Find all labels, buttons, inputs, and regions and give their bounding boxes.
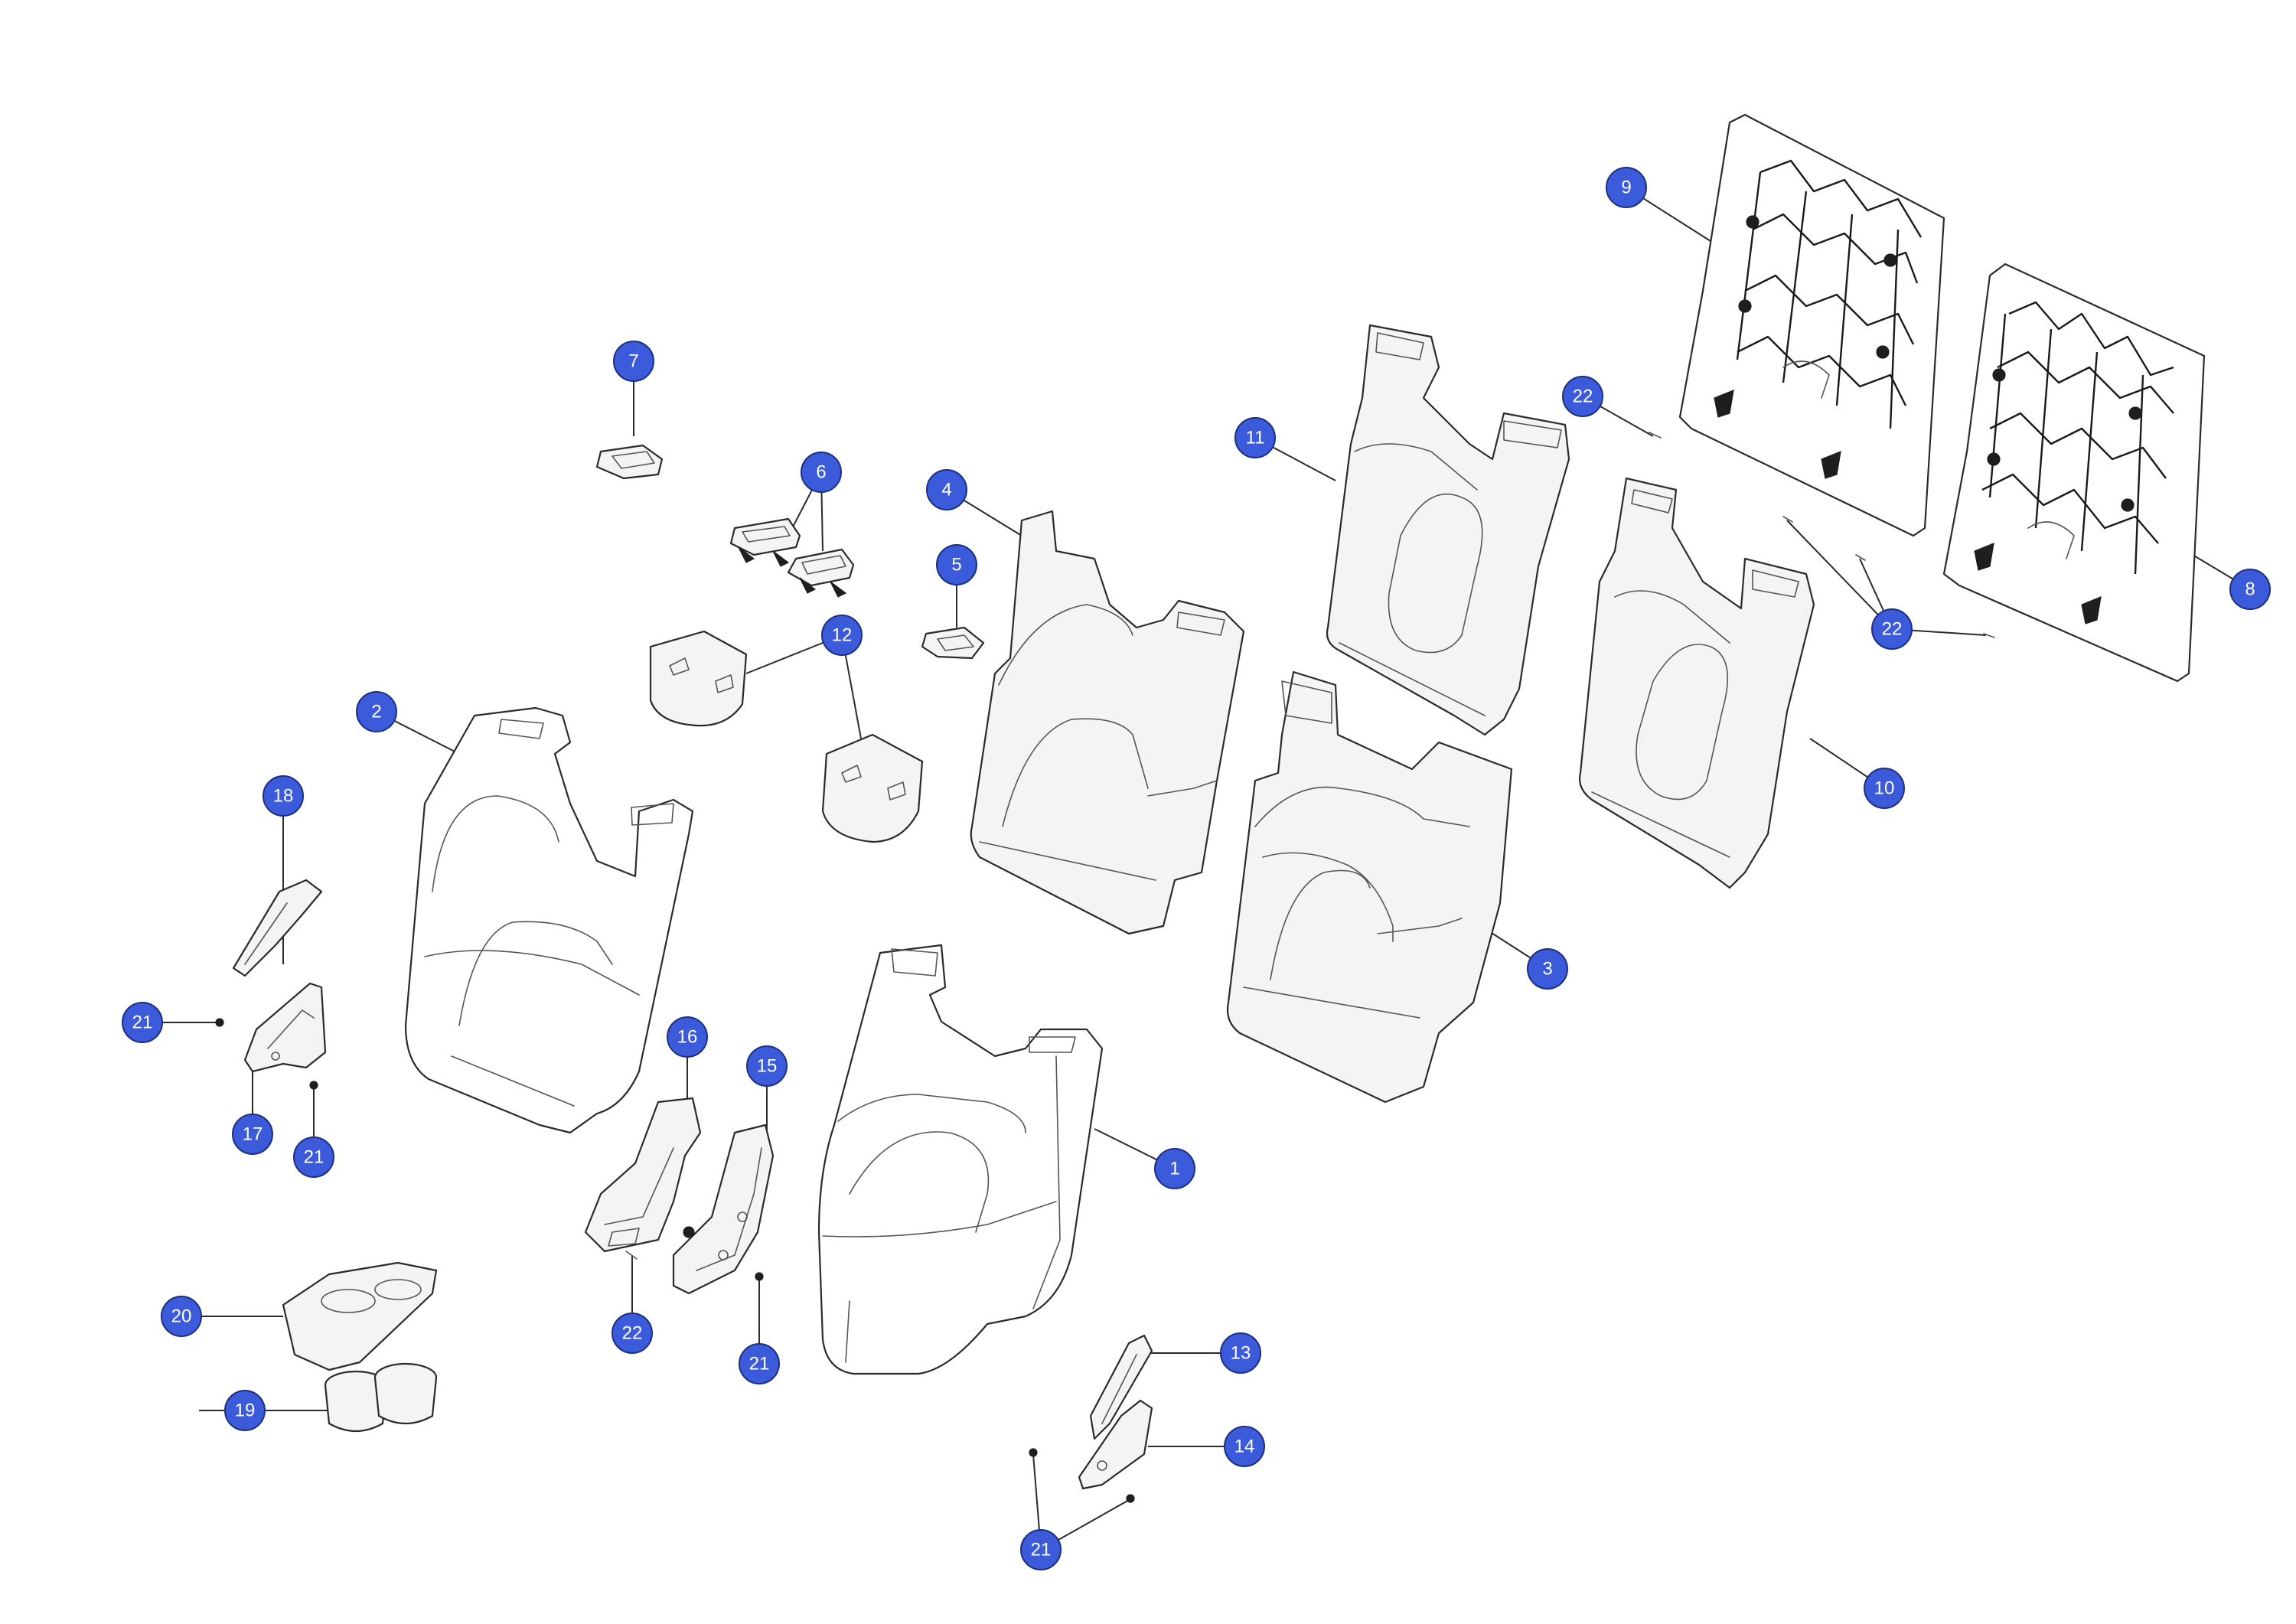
callout-10-label: 10 [1874, 778, 1895, 799]
callout-21-b-label: 21 [304, 1147, 325, 1168]
callout-7-label: 7 [628, 351, 638, 372]
part-18-trim-strip [232, 879, 323, 977]
part-6-switches [729, 517, 855, 598]
callout-15: 15 [746, 1045, 788, 1087]
part-4-back-panel [970, 510, 1245, 935]
part-12-covers [649, 630, 924, 843]
callout-4-label: 4 [941, 480, 951, 501]
callout-9: 9 [1606, 167, 1647, 208]
part-14-bracket [1078, 1399, 1153, 1490]
callout-8-label: 8 [2245, 579, 2255, 600]
part-5-latch [921, 626, 985, 660]
callout-19-label: 19 [235, 1401, 256, 1421]
callout-18-label: 18 [273, 786, 294, 807]
callout-12-label: 12 [832, 625, 853, 646]
callout-1-label: 1 [1169, 1159, 1179, 1179]
part-17-bracket [243, 982, 327, 1073]
callout-18: 18 [263, 775, 304, 817]
callout-22-a: 22 [1562, 376, 1603, 417]
part-8-back-plate [1942, 263, 2206, 683]
callout-20-label: 20 [171, 1306, 192, 1327]
callout-7: 7 [613, 341, 654, 382]
callout-16: 16 [667, 1016, 708, 1058]
callout-11-label: 11 [1246, 428, 1265, 448]
fasteners [215, 432, 1995, 1503]
callout-3: 3 [1527, 948, 1568, 990]
callout-21-c-label: 21 [749, 1354, 770, 1375]
part-3-back-panel [1226, 670, 1513, 1104]
callout-6-label: 6 [816, 462, 826, 483]
callout-14: 14 [1224, 1426, 1265, 1467]
part-7-clip [595, 444, 664, 480]
callout-5-label: 5 [951, 555, 961, 576]
callout-21-a-label: 21 [132, 1013, 153, 1033]
callout-22-b-label: 22 [1882, 619, 1903, 640]
callout-21-d-label: 21 [1031, 1540, 1052, 1560]
part-11-trim-panel [1326, 324, 1570, 736]
callout-13-label: 13 [1231, 1343, 1251, 1364]
part-10-trim-panel [1578, 477, 1815, 889]
part-1-seatback [817, 944, 1104, 1375]
callout-22-c-label: 22 [622, 1323, 643, 1344]
callout-6: 6 [801, 452, 842, 493]
callout-8: 8 [2229, 569, 2271, 610]
callout-16-label: 16 [677, 1027, 698, 1048]
callout-21-b: 21 [293, 1136, 334, 1178]
callout-22-b: 22 [1871, 608, 1913, 650]
callout-17: 17 [232, 1114, 273, 1155]
callout-21-d: 21 [1020, 1529, 1062, 1570]
callout-2: 2 [356, 691, 397, 732]
callout-22-c: 22 [612, 1313, 653, 1354]
part-15-console-bracket [672, 1123, 775, 1295]
part-20-cup-holder-trim [282, 1261, 438, 1371]
callout-9-label: 9 [1621, 178, 1631, 198]
callout-2-label: 2 [371, 702, 381, 722]
callout-3-label: 3 [1542, 959, 1552, 980]
callout-22-a-label: 22 [1573, 386, 1593, 407]
part-13-trim-strip [1089, 1334, 1153, 1440]
callout-14-label: 14 [1234, 1436, 1255, 1457]
callout-11: 11 [1234, 417, 1276, 458]
callout-12: 12 [821, 615, 863, 656]
callout-4: 4 [926, 469, 967, 510]
callout-5: 5 [936, 544, 977, 585]
callout-19: 19 [224, 1390, 266, 1431]
callout-20: 20 [161, 1296, 202, 1337]
part-9-back-plate [1678, 113, 1945, 537]
callout-13: 13 [1220, 1332, 1261, 1374]
part-2-seatback [404, 706, 694, 1134]
part-19-cup-holder-insert [324, 1362, 438, 1432]
callout-10: 10 [1864, 768, 1905, 809]
callout-21-a: 21 [122, 1002, 163, 1043]
part-16-armrest [584, 1097, 702, 1253]
callout-21-c: 21 [739, 1343, 780, 1384]
callout-15-label: 15 [757, 1056, 778, 1077]
callout-1: 1 [1154, 1148, 1195, 1189]
callout-17-label: 17 [243, 1124, 263, 1145]
